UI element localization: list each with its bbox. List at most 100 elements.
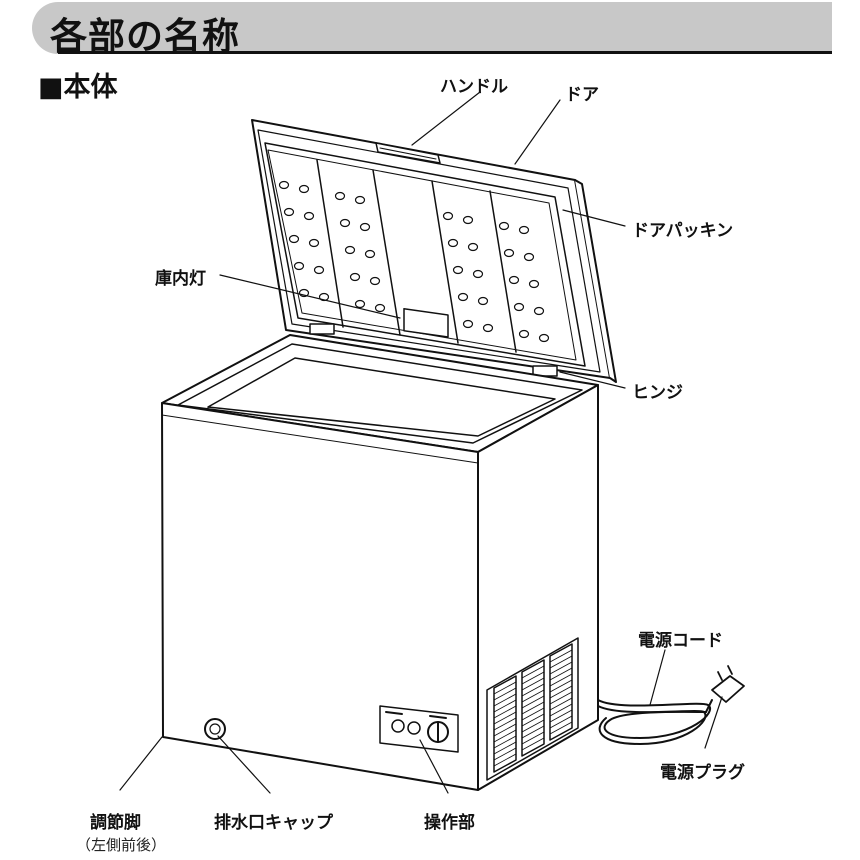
vent-slat xyxy=(521,737,545,751)
panel-hole xyxy=(538,333,550,343)
label-door: ドア xyxy=(565,85,599,105)
panel-hole xyxy=(303,211,315,221)
label-adjust-leg: 調節脚 xyxy=(90,813,141,833)
vent-slat xyxy=(521,677,545,691)
panel-hole xyxy=(503,248,515,258)
vent-slat xyxy=(521,731,545,745)
panel-hole xyxy=(462,319,474,329)
panel-hole xyxy=(283,207,295,217)
label-handle: ハンドル xyxy=(440,77,508,97)
drain-cap xyxy=(204,718,226,740)
panel-hole xyxy=(457,292,469,302)
vent-slat xyxy=(549,679,573,693)
vent-slat xyxy=(493,729,517,743)
vent-slat xyxy=(521,695,545,709)
vent-slat xyxy=(521,701,545,715)
vent-slat xyxy=(549,721,573,735)
vent-slat xyxy=(521,665,545,679)
panel-hole xyxy=(513,302,525,312)
panel-hole xyxy=(308,238,320,248)
vent-slat xyxy=(493,693,517,707)
panel-hole xyxy=(482,323,494,333)
vent-slat xyxy=(493,735,517,749)
panel-hole xyxy=(354,195,366,205)
panel-hole xyxy=(467,242,479,252)
power-cord xyxy=(597,699,713,745)
panel-hole xyxy=(374,303,386,313)
panel-hole xyxy=(523,252,535,262)
vent-slat xyxy=(521,707,545,721)
vent-slat xyxy=(521,725,545,739)
leader-lines xyxy=(119,91,723,794)
vent-slat xyxy=(521,689,545,703)
vent-slat xyxy=(549,697,573,711)
vent-slat xyxy=(493,747,517,761)
panel-hole xyxy=(472,269,484,279)
panel-hole xyxy=(359,222,371,232)
panel-hole xyxy=(313,265,325,275)
vent-slat xyxy=(493,741,517,755)
panel-hole xyxy=(288,234,300,244)
power-plug xyxy=(711,665,745,703)
vent-slat xyxy=(549,703,573,717)
panel-hole xyxy=(477,296,489,306)
vent-slat xyxy=(493,753,517,767)
panel-hole xyxy=(462,215,474,225)
panel-hole xyxy=(298,184,310,194)
panel-hole xyxy=(533,306,545,316)
vent-slat xyxy=(521,719,545,733)
panel-hole xyxy=(298,288,310,298)
vent-slat xyxy=(549,661,573,675)
vent-slat xyxy=(521,713,545,727)
panel-hole xyxy=(518,329,530,339)
handle xyxy=(375,142,441,164)
panel-hole xyxy=(518,225,530,235)
label-door-packing: ドアパッキン xyxy=(632,221,734,241)
hinge xyxy=(309,323,558,377)
vent-slat xyxy=(549,685,573,699)
vent-slat xyxy=(549,667,573,681)
panel-hole xyxy=(508,275,520,285)
label-interior-light: 庫内灯 xyxy=(155,269,206,289)
door xyxy=(251,119,617,383)
vent-slat xyxy=(493,699,517,713)
title-band xyxy=(32,2,832,54)
vent-slat xyxy=(521,683,545,697)
label-adjust-leg-note: （左側前後） xyxy=(76,836,167,854)
label-power-cord: 電源コード xyxy=(638,631,723,651)
vent-slat xyxy=(549,691,573,705)
vent-slat xyxy=(493,723,517,737)
panel-hole xyxy=(334,191,346,201)
vent-grille xyxy=(486,637,579,781)
vent-slat xyxy=(493,687,517,701)
panel-hole xyxy=(349,272,361,282)
panel-hole xyxy=(442,211,454,221)
vent-slat xyxy=(493,717,517,731)
section-heading: ■本体 xyxy=(38,72,118,103)
vent-slat xyxy=(549,709,573,723)
vent-slat xyxy=(493,711,517,725)
panel-hole xyxy=(344,245,356,255)
panel-hole xyxy=(278,180,290,190)
panel-hole xyxy=(452,265,464,275)
panel-hole xyxy=(339,218,351,228)
label-hinge: ヒンジ xyxy=(632,383,683,403)
vent-slat xyxy=(493,705,517,719)
panel-hole xyxy=(528,279,540,289)
label-power-plug: 電源プラグ xyxy=(660,763,745,783)
vent-slat xyxy=(549,649,573,663)
vent-slat xyxy=(493,681,517,695)
control-panel xyxy=(379,705,459,753)
panel-hole xyxy=(498,221,510,231)
door-panel-holes xyxy=(278,180,550,343)
page-title: 各部の名称 xyxy=(50,15,240,58)
vent-slat xyxy=(549,715,573,729)
panel-hole xyxy=(447,238,459,248)
vent-slat xyxy=(521,671,545,685)
panel-hole xyxy=(293,261,305,271)
vent-slat xyxy=(549,655,573,669)
vent-slat xyxy=(549,673,573,687)
label-control-panel: 操作部 xyxy=(424,813,475,833)
label-drain-cap: 排水口キャップ xyxy=(214,813,333,833)
